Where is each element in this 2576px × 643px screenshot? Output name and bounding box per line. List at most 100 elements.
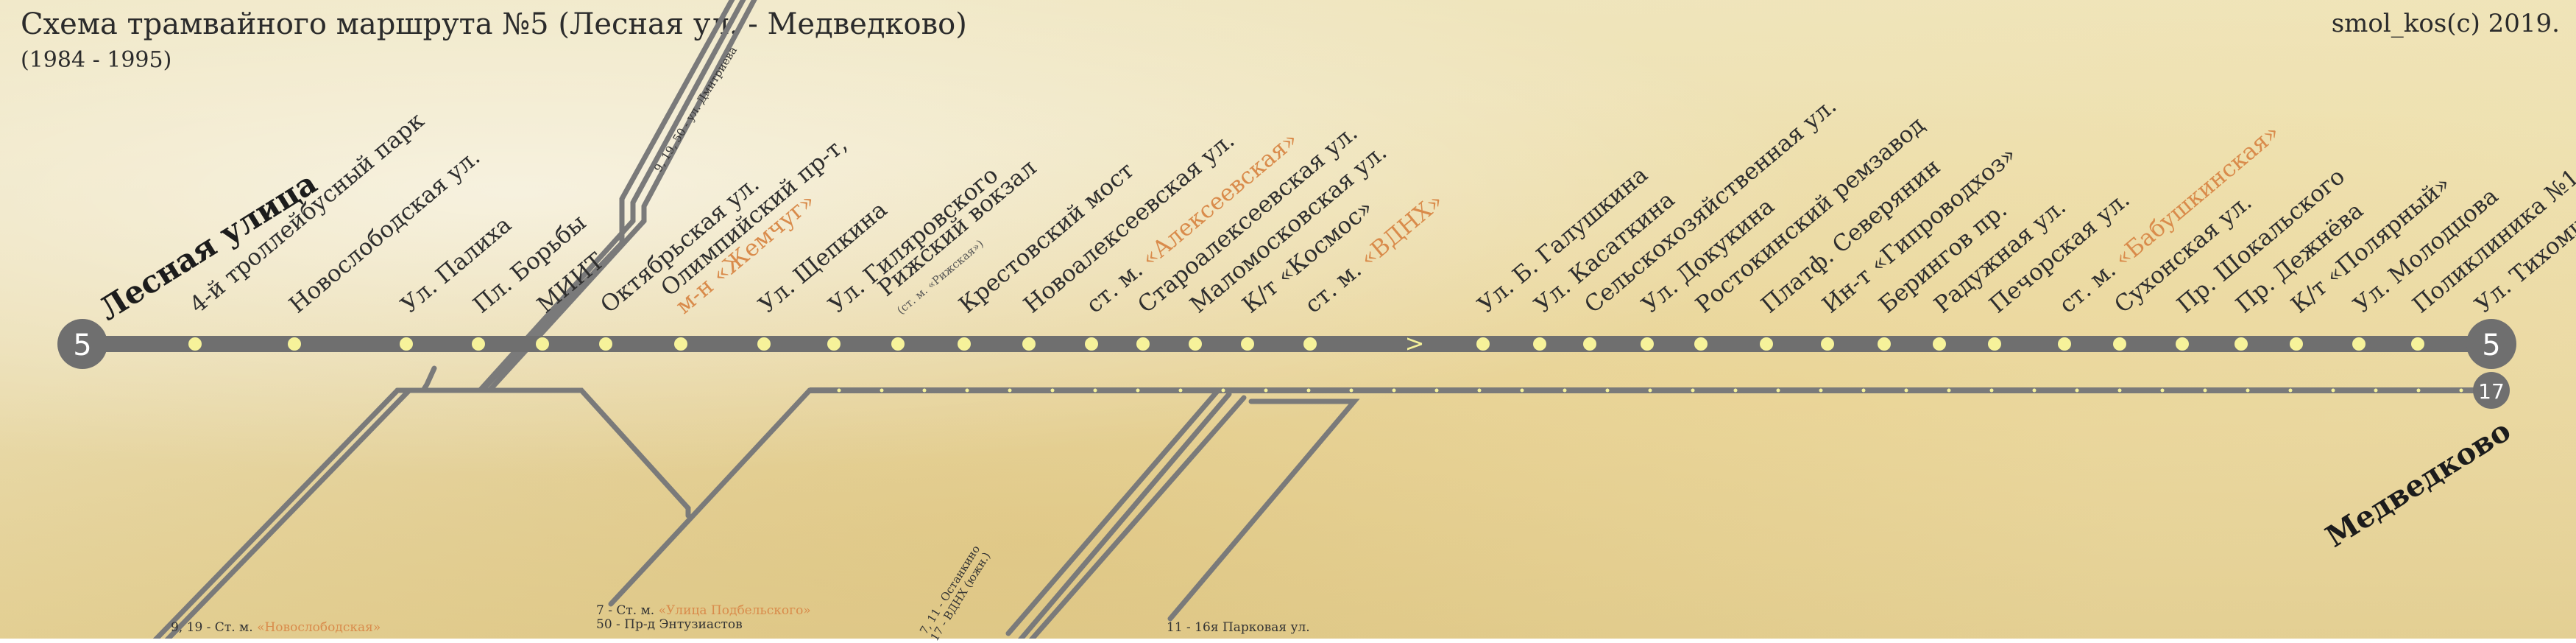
route-17-marker <box>1349 388 1354 393</box>
branch-track-dmitrieva <box>468 0 757 393</box>
route-17-marker <box>1989 388 1994 393</box>
stop-dot <box>1583 337 1596 351</box>
route-17-marker <box>2374 388 2378 393</box>
stop-dot <box>472 337 485 351</box>
branch-track-parkovaya <box>1167 398 1360 622</box>
stop-dot <box>536 337 549 351</box>
direction-marker: > <box>1405 329 1425 357</box>
note-metro: «Улица Подбельского» <box>658 603 811 618</box>
route-17-circle <box>2473 372 2510 409</box>
stop-dot <box>188 337 202 351</box>
note-metro: «Новослободская» <box>257 620 381 635</box>
route-17-marker <box>1648 388 1652 393</box>
start-terminal-circle <box>57 319 107 369</box>
route-17-marker <box>2075 388 2079 393</box>
route-17-marker <box>1819 388 1823 393</box>
route-17-marker <box>1904 388 1908 393</box>
route-17-marker <box>837 388 841 393</box>
route-17-marker <box>1563 388 1567 393</box>
route-17-marker <box>2203 388 2207 393</box>
stop-dot <box>757 337 771 351</box>
route-17-marker <box>2032 388 2037 393</box>
start-route-number: 5 <box>73 328 91 362</box>
route-17-marker <box>2117 388 2122 393</box>
stop-dot <box>958 337 971 351</box>
stop-dot <box>2176 337 2189 351</box>
stop-dot <box>1988 337 2001 351</box>
note-prefix: 7 - Ст. м. <box>596 603 659 618</box>
stop-dot <box>1476 337 1490 351</box>
note-text: 11 - 16я Парковая ул. <box>1167 620 1310 635</box>
branch-track-loop <box>394 365 691 519</box>
branch-track-novoslobodskaya <box>152 387 533 639</box>
note-prefix: 9, 19 - Ст. м. <box>171 620 258 635</box>
stop-dot <box>1821 337 1834 351</box>
note-line2: 50 - Пр-д Энтузиастов <box>596 616 743 632</box>
route-17-marker <box>2331 388 2335 393</box>
author-credit: smol_kos(c) 2019. <box>2331 9 2560 38</box>
stop-dot <box>2113 337 2126 351</box>
map-title: Схема трамвайного маршрута №5 (Лесная ул… <box>21 7 967 41</box>
stop-dots <box>188 337 2487 351</box>
route-17-marker <box>1477 388 1482 393</box>
branch-note-podbelskogo: 7 - Ст. м. «Улица Подбельского» 50 - Пр-… <box>596 604 811 631</box>
branch-note-parkovaya: 11 - 16я Парковая ул. <box>1167 621 1310 635</box>
route-17-marker <box>1861 388 1866 393</box>
end-route-number: 5 <box>2482 328 2500 362</box>
stop-dot <box>1303 337 1317 351</box>
route-17-marker <box>1306 388 1311 393</box>
route-17-marker <box>1008 388 1012 393</box>
stop-dot <box>2290 337 2303 351</box>
stop-dot <box>1694 337 1708 351</box>
stop-dot <box>1641 337 1654 351</box>
stop-dot <box>827 337 841 351</box>
end-terminal-circle <box>2466 319 2516 369</box>
route-17-marker <box>1520 388 1524 393</box>
stop-dot <box>1878 337 1891 351</box>
stop-dot <box>1085 337 1098 351</box>
route-17-marker <box>880 388 884 393</box>
map-subtitle: (1984 - 1995) <box>21 47 172 73</box>
stop-dot <box>1136 337 1150 351</box>
route-17-marker <box>1178 388 1183 393</box>
route-17-marker <box>1264 388 1268 393</box>
stop-dot <box>1022 337 1036 351</box>
route-17-marker <box>2288 388 2293 393</box>
stop-dot <box>674 337 687 351</box>
route-17-marker <box>1605 388 1610 393</box>
route-17-marker <box>1776 388 1780 393</box>
stop-dot <box>2411 337 2424 351</box>
route-17-marker <box>965 388 969 393</box>
route-17-marker <box>2416 388 2421 393</box>
route-17-markers <box>837 388 2463 393</box>
route-17-marker <box>1392 388 1396 393</box>
route-17-marker <box>1434 388 1439 393</box>
route-17-marker <box>1691 388 1695 393</box>
route-17-marker <box>1093 388 1097 393</box>
route-17-marker <box>2160 388 2165 393</box>
stop-dot <box>1760 337 1773 351</box>
stop-dot <box>1533 337 1546 351</box>
route-17-marker <box>1136 388 1140 393</box>
route-17-marker <box>1050 388 1055 393</box>
route-17-marker <box>2459 388 2463 393</box>
branch-track-ostankino <box>1005 387 1247 639</box>
route-17-marker <box>1947 388 1951 393</box>
stop-dot <box>400 337 413 351</box>
stop-dot <box>1189 337 1202 351</box>
route-17-marker <box>1221 388 1225 393</box>
stop-dot <box>2352 337 2366 351</box>
route-17-marker <box>1733 388 1738 393</box>
route-17-marker <box>2246 388 2250 393</box>
route-17-marker <box>922 388 927 393</box>
stop-dot <box>2058 337 2071 351</box>
stop-dot <box>891 337 905 351</box>
stop-dot <box>1933 337 1946 351</box>
stop-dot <box>599 337 612 351</box>
stop-dot <box>288 337 301 351</box>
stop-dot <box>2234 337 2248 351</box>
stop-dot <box>1241 337 1254 351</box>
branch-note-novoslobodskaya: 9, 19 - Ст. м. «Новослободская» <box>171 621 381 635</box>
